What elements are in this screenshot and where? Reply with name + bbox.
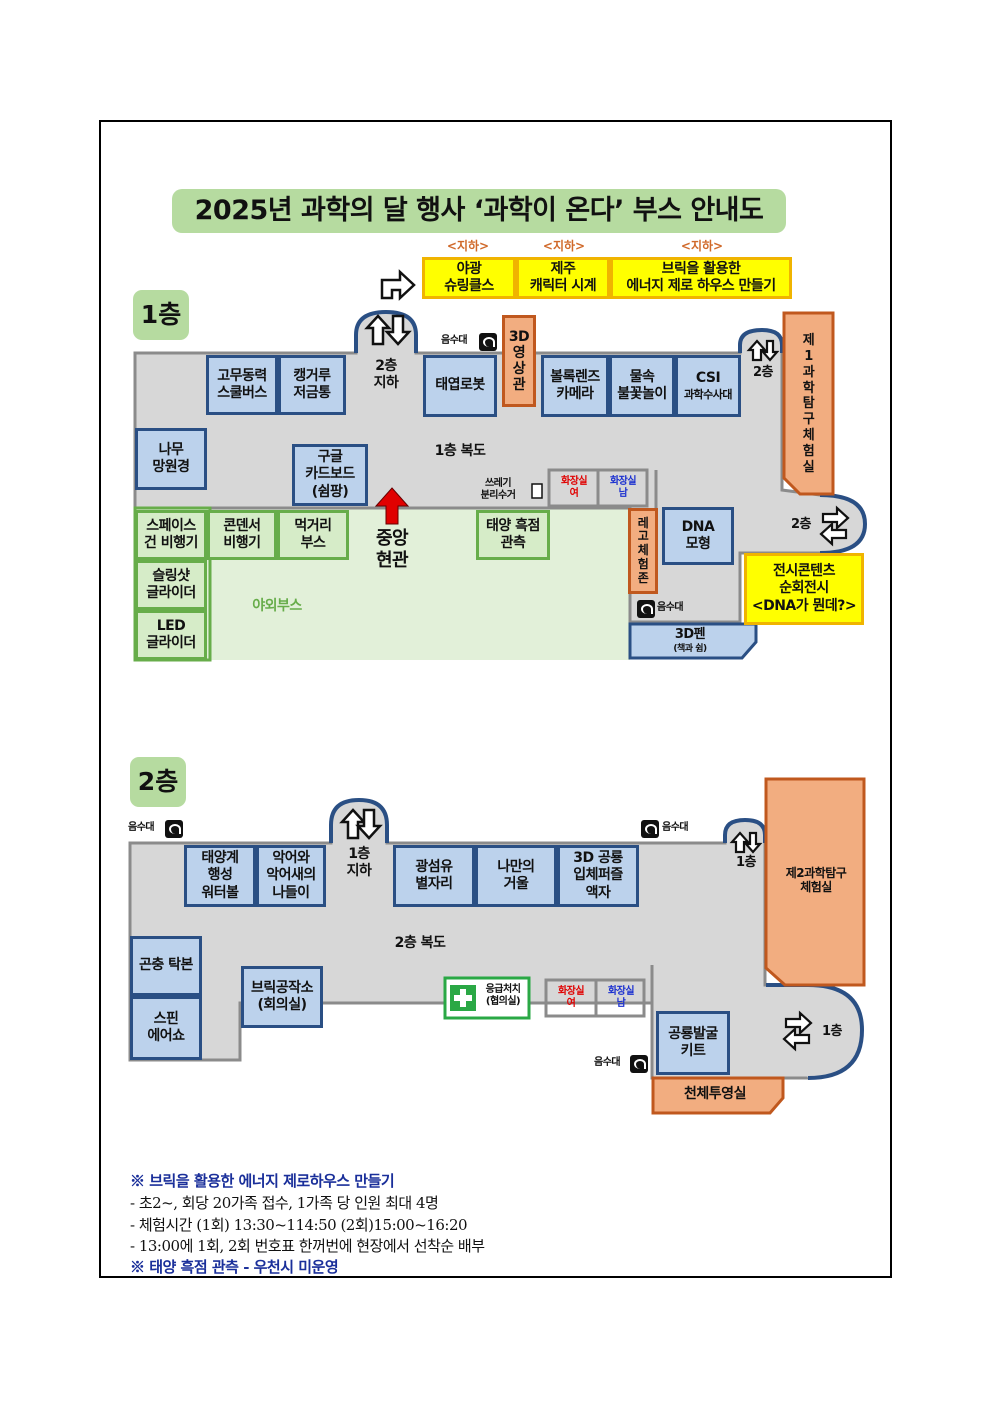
booth-lego[interactable]: 레 고 체 험 존 — [628, 508, 658, 594]
note-heading-2: ※ 태양 흑점 관측 - 우천시 미운영 — [130, 1258, 339, 1276]
booth-cardboard[interactable]: 구글 카드보드 (쉼팡) — [292, 444, 368, 506]
stair-center-label-1: 2층 지하 — [373, 358, 399, 391]
booth-3d-pen — [628, 622, 758, 660]
floor2-corridor-label: 2층 복도 — [394, 935, 446, 951]
booth-solar-robot[interactable]: 태엽로봇 — [423, 355, 497, 417]
booth-mirror[interactable]: 나만의 거울 — [475, 845, 557, 907]
page-frame — [99, 120, 892, 1278]
booth-explore1 — [782, 311, 835, 496]
stair-east-label-1: 2층 — [790, 517, 812, 532]
booth-led[interactable]: LED 글라이더 — [135, 610, 207, 660]
booth-3d-video-hall[interactable]: 3D 영 상 관 — [502, 315, 536, 407]
booth-solar-waterball[interactable]: 태양계 행성 워터볼 — [184, 845, 256, 907]
note-heading-1: ※ 브릭을 활용한 에너지 제로하우스 만들기 — [130, 1172, 395, 1190]
booth-sunspot[interactable]: 태양 흑점 관측 — [476, 510, 550, 560]
stair-arch-east-2 — [766, 983, 865, 1080]
stair-side-icon-1 — [819, 505, 850, 547]
note-line-1: - 초2~, 회당 20가족 접수, 1가족 당 인원 최대 4명 — [130, 1194, 439, 1212]
entrance-label: 중앙 현관 — [375, 528, 409, 571]
booth-3d-pen-label[interactable]: 3D펜 — [674, 627, 706, 642]
water-fountain-icon — [165, 820, 183, 838]
booth-planetarium — [651, 1076, 785, 1115]
booth-csi[interactable]: CSI 과학수사대 — [675, 355, 741, 417]
booth-fiber-star[interactable]: 광섬유 별자리 — [393, 845, 475, 907]
booth-wood-telescope[interactable]: 나무 망원경 — [135, 428, 207, 490]
basement-tag-1: <지하> — [446, 239, 490, 253]
wc-female-2: 화장실 여 — [557, 986, 585, 1009]
stair-updown-icon-right-2 — [729, 831, 763, 854]
trash-icon — [531, 483, 543, 499]
booth-water-fireworks[interactable]: 물속 불꽃놀이 — [609, 355, 675, 417]
first-aid-label[interactable]: 응급처치 (협의실) — [485, 984, 521, 1007]
booth-kangaroo[interactable]: 캥거루 저금통 — [278, 355, 346, 415]
booth-insect[interactable]: 곤충 탁본 — [130, 936, 202, 996]
booth-csi-sub: 과학수사대 — [683, 387, 733, 401]
note-line-2: - 체험시간 (1회) 13:30~114:50 (2회)15:00~16:20 — [130, 1216, 468, 1234]
wc-female-1: 화장실 여 — [560, 476, 588, 499]
wc-male-2: 화장실 남 — [607, 986, 635, 1009]
basement-arrow-icon — [380, 269, 416, 301]
page-title: 2025년 과학의 달 행사 ‘과학이 온다’ 부스 안내도 — [172, 189, 786, 233]
floor1-corridor-label: 1층 복도 — [434, 443, 486, 459]
booth-dna[interactable]: DNA 모형 — [662, 507, 734, 565]
floor1-label: 1층 — [133, 290, 189, 340]
stair-right-label-1: 2층 — [752, 365, 774, 380]
booth-explore2 — [764, 777, 866, 987]
booth-csi-title: CSI — [695, 370, 721, 387]
water-fountain-icon — [637, 600, 655, 618]
booth-sling[interactable]: 슬링샷 글라이더 — [135, 560, 207, 610]
trash-label: 쓰레기 분리수거 — [480, 478, 516, 501]
stair-updown-icon-right — [746, 339, 780, 362]
water-fountain-icon — [641, 820, 659, 838]
stair-center-label-2: 1층 지하 — [346, 846, 372, 879]
floor2-label: 2층 — [130, 757, 186, 807]
booth-spin[interactable]: 스핀 에어쇼 — [130, 996, 202, 1060]
booth-3d-pen-sub: (책과 쉼) — [673, 644, 707, 654]
booth-condenser[interactable]: 콘덴서 비행기 — [207, 510, 277, 560]
booth-rubber-scooter[interactable]: 고무동력 스쿨버스 — [206, 355, 278, 415]
water-fountain-label-4: 음수대 — [662, 822, 689, 833]
stair-side-icon-2 — [782, 1010, 813, 1052]
booth-jeju-clock[interactable]: 제주 캐릭터 시계 — [516, 257, 610, 299]
water-fountain-icon — [479, 333, 497, 351]
booth-explore2-label[interactable]: 제2과학탐구 체험실 — [785, 866, 847, 895]
basement-tag-3: <지하> — [680, 239, 724, 253]
stair-east-label-2: 1층 — [821, 1024, 843, 1039]
entrance-arrow-icon — [374, 487, 410, 525]
booth-ball-lens[interactable]: 볼록렌즈 카메라 — [541, 355, 609, 417]
water-fountain-label-5: 음수대 — [594, 1057, 621, 1068]
water-fountain-icon — [630, 1055, 648, 1073]
booth-dino-dig[interactable]: 공룡발굴 키트 — [656, 1011, 730, 1075]
booth-dino-puzzle[interactable]: 3D 공룡 입체퍼즐 액자 — [557, 845, 639, 907]
booth-crocodile[interactable]: 악어와 악어새의 나들이 — [256, 845, 326, 907]
basement-tag-2: <지하> — [542, 239, 586, 253]
outdoor-label: 야외부스 — [252, 598, 302, 614]
note-line-3: - 13:00에 1회, 2회 번호표 한꺼번에 현장에서 선착순 배부 — [130, 1237, 485, 1255]
water-fountain-label-1: 음수대 — [441, 335, 468, 346]
stair-right-label-2: 1층 — [735, 855, 757, 870]
wc-male-1: 화장실 남 — [609, 476, 637, 499]
booth-brick-office[interactable]: 브릭공작소 (회의실) — [241, 966, 323, 1028]
booth-planetarium-label[interactable]: 천체투영실 — [684, 1086, 746, 1102]
water-fountain-label-3: 음수대 — [128, 822, 155, 833]
booth-food[interactable]: 먹거리 부스 — [277, 510, 349, 560]
booth-zero-house[interactable]: 브릭을 활용한 에너지 제로 하우스 만들기 — [610, 257, 792, 299]
water-fountain-label-2: 음수대 — [657, 602, 684, 613]
booth-glow-shrink[interactable]: 야광 슈링클스 — [422, 257, 516, 299]
stair-updown-icon-2 — [339, 808, 383, 840]
booth-explore1-label[interactable]: 제 1 과 학 탐 구 체 험 실 — [802, 333, 815, 475]
stair-updown-icon — [364, 314, 412, 346]
booth-space-gun[interactable]: 스페이스 건 비행기 — [135, 510, 207, 560]
booth-exhibit[interactable]: 전시콘텐츠 순회전시 <DNA가 뭔데?> — [744, 553, 864, 625]
